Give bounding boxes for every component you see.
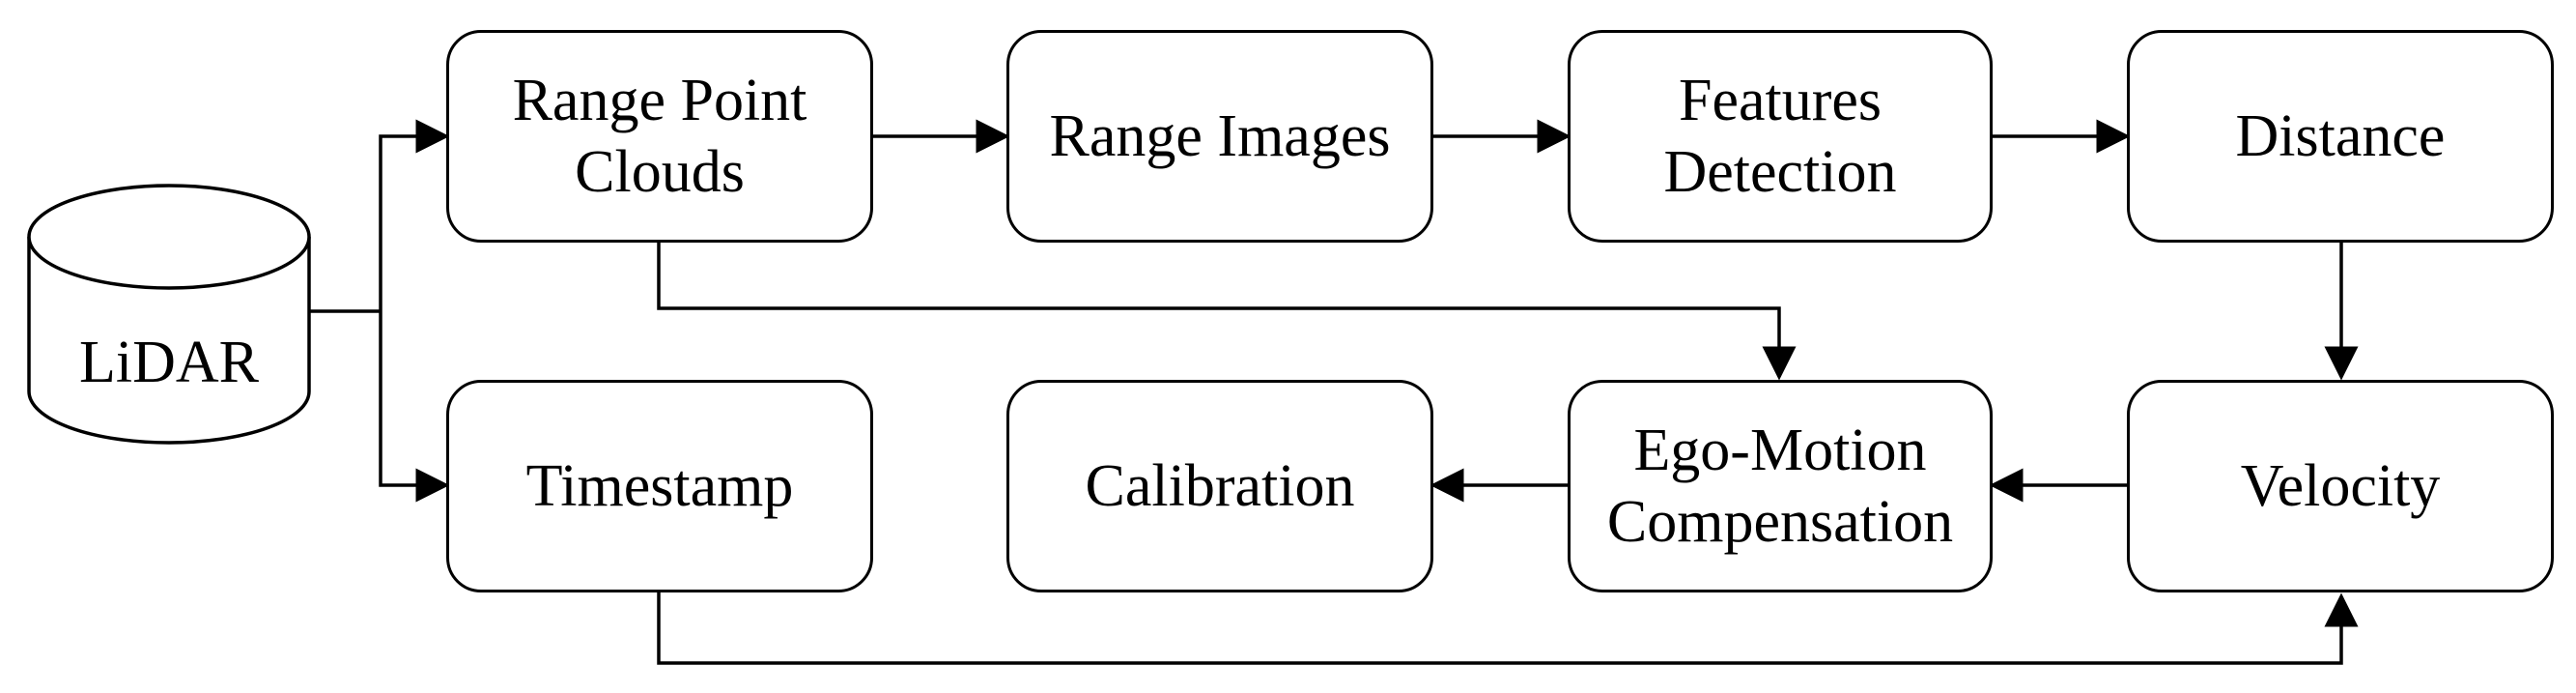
ego-motion-compensation-node: Ego-Motion Compensation: [1568, 380, 1993, 592]
timestamp-label: Timestamp: [525, 452, 794, 519]
range-point-clouds-label: Range Point Clouds: [512, 67, 807, 205]
velocity-node: Velocity: [2127, 380, 2554, 592]
edge-timestamp-to-velocity: [657, 592, 2359, 665]
range-images-label: Range Images: [1049, 102, 1391, 169]
calibration-label: Calibration: [1085, 452, 1355, 519]
calibration-node: Calibration: [1006, 380, 1433, 592]
ego-motion-compensation-label: Ego-Motion Compensation: [1606, 417, 1954, 555]
edge-range-point-clouds-to-ego-motion: [657, 243, 1797, 381]
distance-node: Distance: [2127, 30, 2554, 243]
lidar-cylinder-shape: [27, 184, 311, 445]
distance-label: Distance: [2235, 102, 2446, 169]
timestamp-node: Timestamp: [446, 380, 873, 592]
range-point-clouds-node: Range Point Clouds: [446, 30, 873, 243]
velocity-label: Velocity: [2240, 452, 2441, 519]
lidar-label: LiDAR: [79, 330, 259, 395]
range-images-node: Range Images: [1006, 30, 1433, 243]
features-detection-label: Features Detection: [1663, 67, 1897, 205]
edge-lidar-to-range-point-clouds: [379, 119, 450, 311]
edge-lidar-to-timestamp: [379, 311, 450, 503]
features-detection-node: Features Detection: [1568, 30, 1993, 243]
